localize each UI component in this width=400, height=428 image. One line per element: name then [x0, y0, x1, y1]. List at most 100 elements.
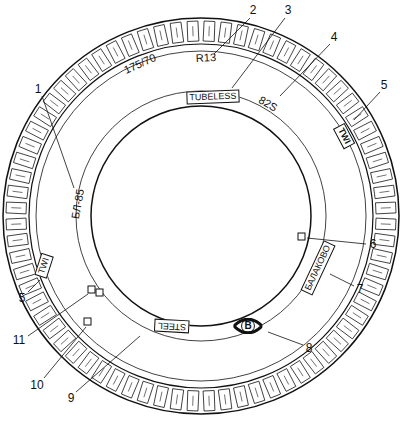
tread-block: [218, 389, 232, 410]
callout-number: 10: [30, 379, 43, 391]
tread-sipe: [99, 56, 104, 64]
tread-sipe: [323, 349, 330, 356]
tread-block: [277, 369, 296, 392]
sidewall-marking: БЛ-85: [70, 188, 86, 220]
tread-block: [121, 376, 139, 399]
tread-sipe: [33, 128, 42, 133]
tread-sipe: [381, 223, 391, 224]
tubeless-mark: TUBELESS: [186, 90, 239, 105]
callout-number: 5: [19, 292, 26, 304]
tread-block: [6, 202, 27, 214]
tread-block: [7, 185, 28, 199]
tread-sipe: [311, 359, 317, 367]
mark-text: TUBELESS: [189, 91, 236, 103]
tread-block: [371, 169, 393, 184]
tread-sipe: [367, 143, 376, 147]
tread-sipe: [16, 175, 26, 177]
tread-block: [234, 386, 249, 408]
tread-block: [154, 386, 169, 408]
tread-sipe: [225, 28, 226, 38]
tread-sipe: [144, 35, 147, 45]
tread-block: [203, 391, 215, 412]
tread-sipe: [344, 326, 352, 332]
tread-block: [106, 41, 125, 64]
tread-sipe: [160, 392, 162, 402]
tread-sipe: [380, 240, 390, 241]
mark-text: БАЛАКОВО: [303, 244, 333, 292]
tread-sipe: [41, 114, 49, 119]
callout-number: 11: [13, 334, 25, 346]
tread-block: [106, 369, 125, 392]
approval-mark: B: [233, 318, 262, 334]
tread-sipe: [270, 41, 274, 50]
callout-number: 8: [306, 342, 313, 354]
tread-sipe: [298, 56, 303, 64]
callout-number: 4: [331, 31, 338, 43]
tread-sipe: [160, 31, 162, 41]
tread-block: [374, 185, 395, 199]
tread-block: [290, 361, 310, 384]
sidewall-marking: 175/70: [122, 52, 157, 76]
tread-sipe: [255, 388, 258, 398]
twi-mark: TWI: [34, 253, 53, 278]
tread-sipe: [377, 175, 387, 177]
tread-sipe: [361, 128, 370, 133]
tread-sipe: [373, 270, 383, 273]
tread-sipe: [367, 285, 376, 289]
tread-sipe: [380, 191, 390, 192]
tread-block: [376, 218, 397, 230]
tread-sipe: [284, 376, 289, 385]
tread-block: [376, 202, 397, 214]
tread-sipe: [298, 368, 303, 376]
tread-sipe: [334, 88, 341, 95]
tread-sipe: [176, 28, 177, 38]
tread-sipe: [20, 159, 30, 162]
tread-sipe: [33, 299, 42, 304]
tread-sipe: [311, 65, 317, 73]
tread-sipe: [225, 395, 226, 405]
callout-number: 2: [250, 4, 257, 16]
tread-sipe: [61, 88, 68, 95]
tread-block: [361, 278, 384, 296]
tread-block: [7, 233, 28, 247]
tread-sipe: [113, 48, 118, 57]
tread-sipe: [11, 207, 21, 208]
tread-block: [203, 21, 215, 42]
tread-block: [19, 136, 42, 154]
tread-sipe: [99, 368, 104, 376]
tread-sipe: [41, 313, 49, 318]
tread-block: [14, 263, 36, 280]
tread-sipe: [128, 41, 132, 50]
callout-number: 7: [357, 283, 364, 295]
tread-sipe: [85, 359, 91, 367]
tread-block: [187, 21, 199, 42]
tread-block: [154, 25, 169, 47]
tread-sipe: [344, 100, 352, 106]
tread-block: [361, 136, 384, 154]
tread-sipe: [176, 395, 177, 405]
tread-sipe: [240, 31, 242, 41]
callout-number: 6: [370, 238, 377, 250]
tread-sipe: [61, 338, 68, 345]
tread-sipe: [13, 191, 23, 192]
callout-number: 3: [285, 4, 292, 16]
tread-block: [371, 249, 393, 264]
tread-sipe: [144, 388, 147, 398]
tread-block: [366, 152, 388, 169]
tread-sipe: [373, 159, 383, 162]
tread-sipe: [16, 255, 26, 257]
tread-sipe: [240, 392, 242, 402]
tread-sipe: [208, 396, 209, 406]
tread-block: [6, 218, 27, 230]
tread-sipe: [73, 76, 80, 83]
tread-block: [92, 49, 112, 72]
tread-sipe: [361, 299, 370, 304]
tread-block: [218, 22, 232, 43]
tread-sipe: [270, 382, 274, 391]
tread-sipe: [20, 270, 30, 273]
callout-number: 1: [35, 83, 42, 95]
callout-number: 5: [381, 79, 388, 91]
tread-block: [234, 25, 249, 47]
tread-sipe: [208, 26, 209, 36]
